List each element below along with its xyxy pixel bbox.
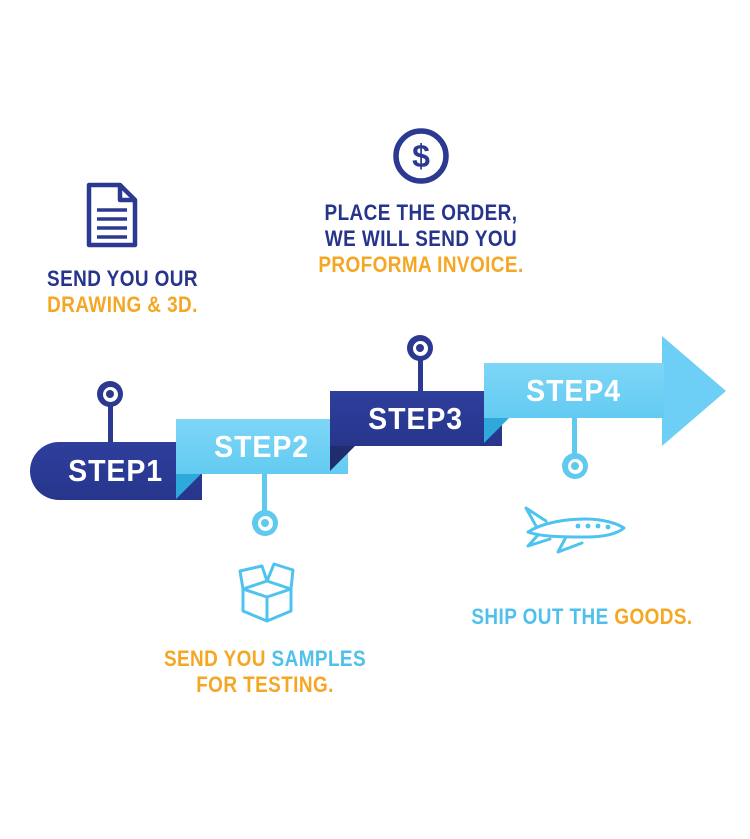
caption-line: SEND YOU OUR xyxy=(47,266,198,291)
caption-segment: SHIP OUT THE xyxy=(471,604,615,629)
step2-banner: STEP2 xyxy=(176,419,348,474)
caption-line: WE WILL SEND YOU xyxy=(324,226,518,251)
dollar-circle xyxy=(393,128,449,184)
caption-line: FOR TESTING. xyxy=(196,672,334,697)
step4-pin-dot xyxy=(571,462,579,470)
caption-order: PLACE THE ORDER, WE WILL SEND YOU PROFOR… xyxy=(313,200,530,278)
step3-label: STEP3 xyxy=(368,400,464,436)
caption-drawing: SEND YOU OUR DRAWING & 3D. xyxy=(30,266,215,318)
step1-pin-dot xyxy=(106,390,114,398)
step2-ribbon-fold xyxy=(176,474,201,499)
caption-segment: GOODS. xyxy=(614,604,693,629)
document-icon xyxy=(86,182,138,248)
caption-segment: SEND YOU xyxy=(163,646,272,671)
step4-pin xyxy=(562,453,588,479)
document-fold xyxy=(117,185,135,203)
step3-pin xyxy=(407,335,433,361)
step2-pin-stem xyxy=(262,473,267,513)
step2-pin xyxy=(252,510,278,536)
dollar-symbol: $ xyxy=(412,138,430,174)
caption-line: PLACE THE ORDER, xyxy=(324,200,518,225)
step3-ribbon-fold xyxy=(330,446,355,471)
step1-banner: STEP1 xyxy=(30,442,202,500)
step2-pin-ring xyxy=(257,515,273,531)
document-lines xyxy=(97,208,127,239)
step2-pin-dot xyxy=(261,519,269,527)
step4-banner: STEP4 xyxy=(484,363,664,418)
plane-icon xyxy=(524,506,626,554)
step1-pin xyxy=(97,381,123,407)
plane-windows xyxy=(575,523,611,530)
caption-line: DRAWING & 3D. xyxy=(47,292,198,317)
caption-line: SEND YOU SAMPLES xyxy=(158,646,373,672)
step3-pin-dot xyxy=(416,344,424,352)
step4-pin-ring xyxy=(567,458,583,474)
package-icon xyxy=(238,562,295,623)
package-outline xyxy=(238,562,295,623)
step1-pin-ring xyxy=(102,386,118,402)
step1-label: STEP1 xyxy=(68,453,164,488)
step3-pin-ring xyxy=(412,340,428,356)
dollar-icon: $ xyxy=(393,128,449,184)
step4-pin-stem xyxy=(572,417,577,457)
caption-line: SHIP OUT THE GOODS. xyxy=(467,604,697,630)
caption-ship: SHIP OUT THE GOODS. xyxy=(467,604,697,630)
plane-outline xyxy=(524,506,626,554)
step1-pin-stem xyxy=(108,404,113,444)
caption-samples: SEND YOU SAMPLES FOR TESTING. xyxy=(158,646,373,698)
step2-label: STEP2 xyxy=(214,428,310,464)
step3-pin-stem xyxy=(418,358,423,394)
step4-label: STEP4 xyxy=(526,372,622,408)
caption-line: PROFORMA INVOICE. xyxy=(318,252,524,277)
step3-banner: STEP3 xyxy=(330,391,502,446)
step4-ribbon-fold xyxy=(484,418,509,443)
arrow-head xyxy=(662,336,726,446)
caption-segment: SAMPLES xyxy=(271,646,367,671)
